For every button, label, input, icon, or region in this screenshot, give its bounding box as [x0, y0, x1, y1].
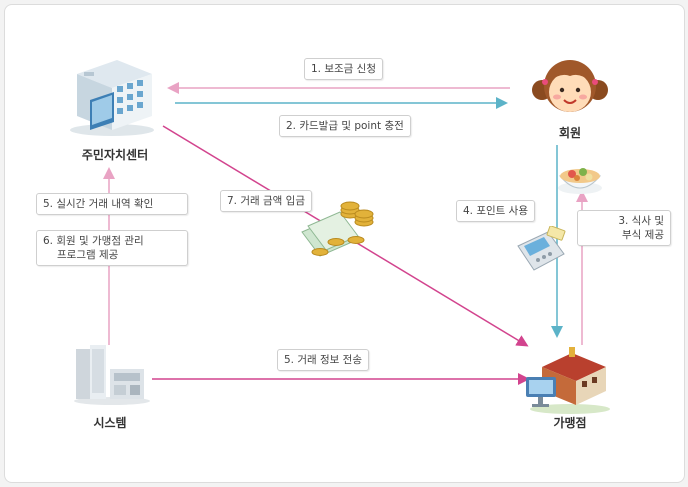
step-3-line1: 3. 식사 및	[618, 215, 664, 227]
food-bowl-icon	[558, 168, 602, 194]
building-icon	[70, 60, 154, 136]
node-label-center: 주민자치센터	[81, 148, 149, 162]
step-5b-label: 5. 거래 정보 전송	[277, 349, 369, 371]
girl-icon	[532, 60, 608, 112]
step-5a-label: 5. 실시간 거래 내역 확인	[36, 193, 188, 215]
step-7-label: 7. 거래 금액 입금	[220, 190, 312, 212]
step-2-label: 2. 카드발급 및 point 충전	[279, 115, 411, 137]
money-icon	[301, 201, 374, 257]
card-reader-icon	[517, 226, 566, 271]
store-icon	[526, 347, 610, 414]
step-6-line2: 프로그램 제공	[57, 249, 119, 261]
step-4-label: 4. 포인트 사용	[456, 200, 535, 222]
step-6-line1: 6. 회원 및 가맹점 관리	[43, 235, 144, 247]
step-6-label: 6. 회원 및 가맹점 관리 프로그램 제공	[36, 230, 188, 266]
step-1-label: 1. 보조금 신청	[304, 58, 383, 80]
node-label-store: 가맹점	[553, 416, 587, 430]
step-3-label: 3. 식사 및 부식 제공	[577, 210, 671, 246]
step-3-line2: 부식 제공	[622, 229, 664, 241]
node-label-system: 시스템	[93, 416, 127, 430]
server-icon	[74, 345, 150, 405]
node-label-member: 회원	[558, 126, 582, 140]
